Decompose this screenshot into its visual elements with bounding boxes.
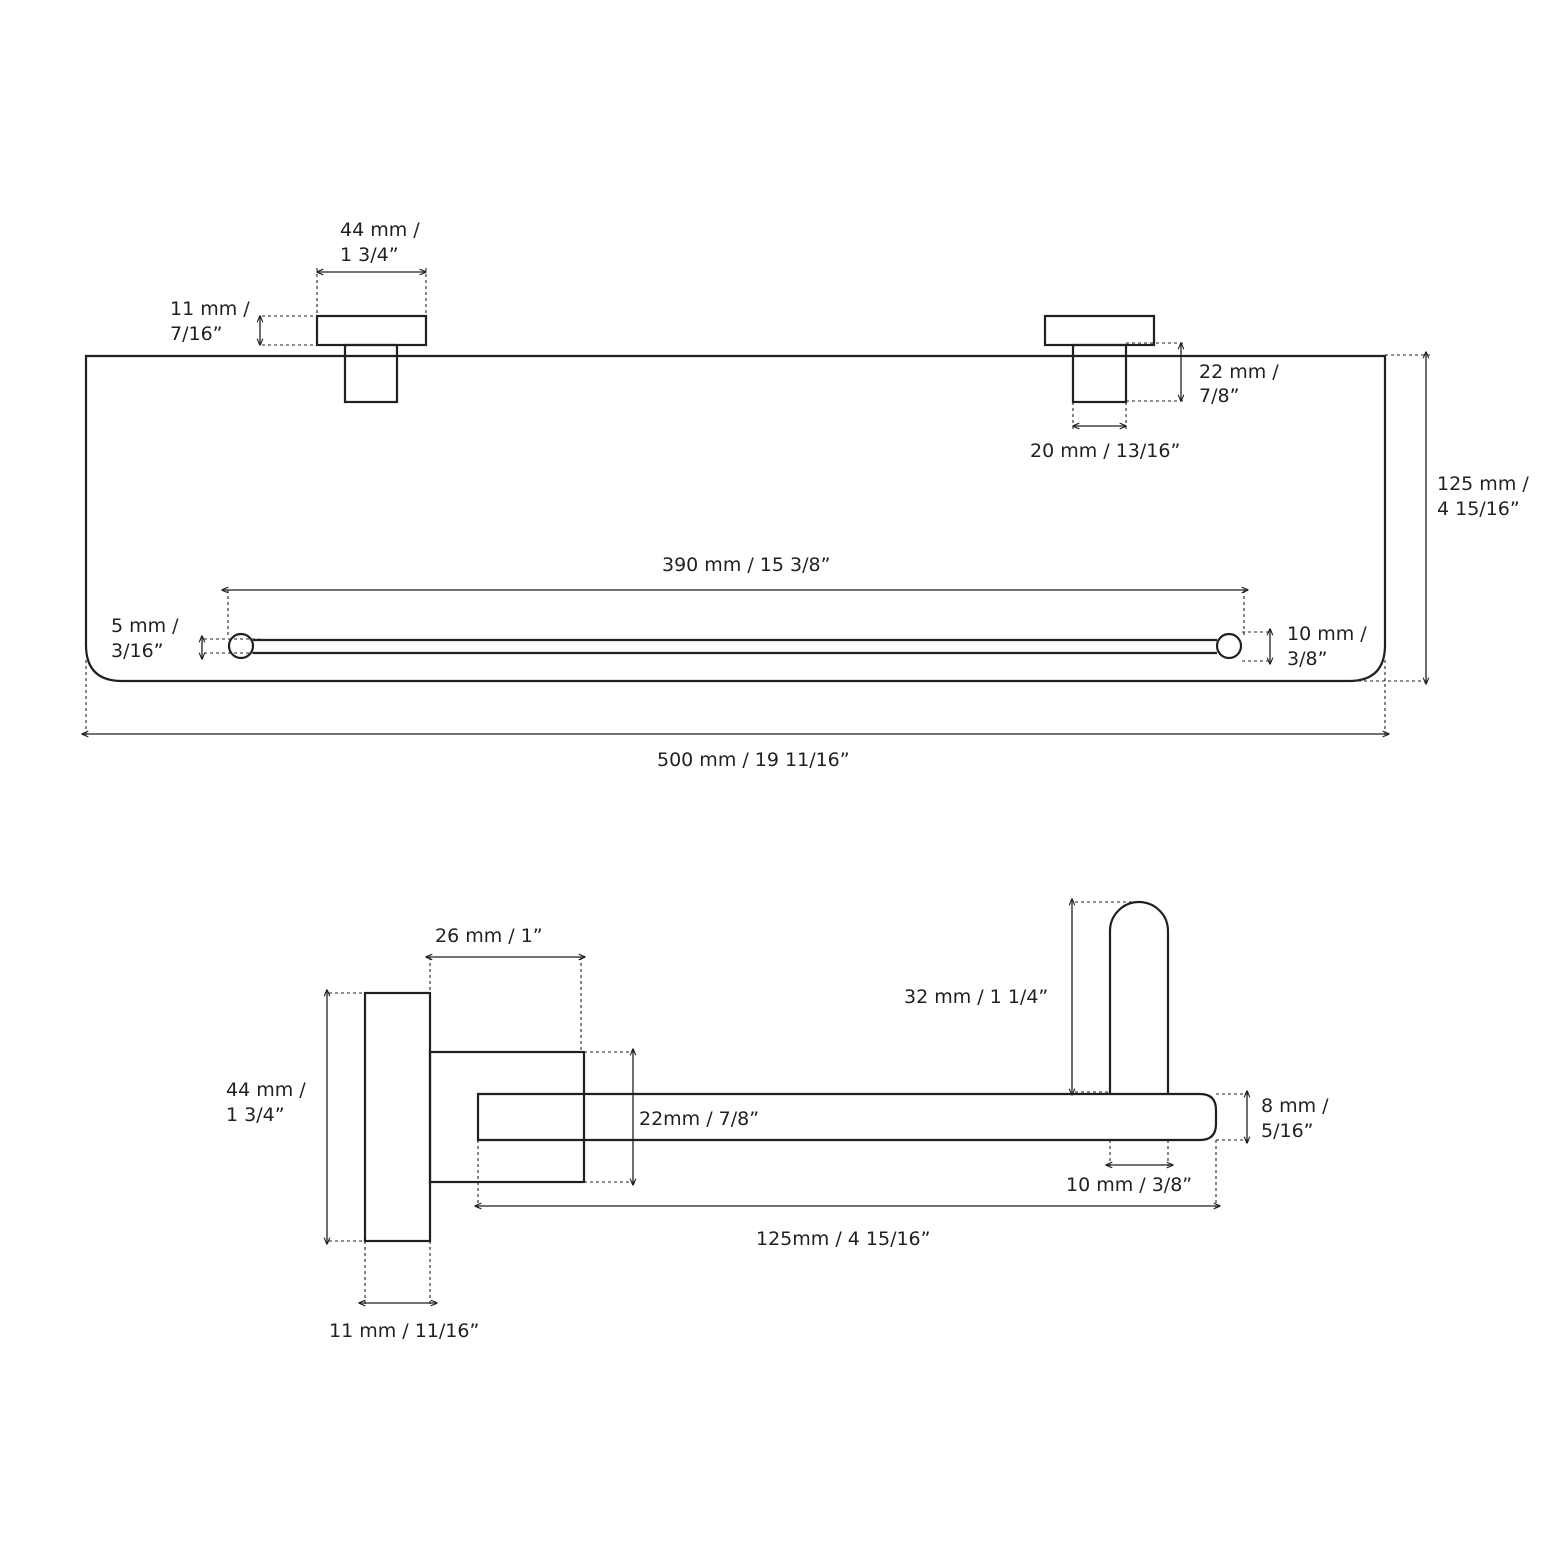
dim-post-width: 20 mm / 13/16”	[1030, 402, 1180, 462]
label-side-base-height-in: 1 3/4”	[226, 1104, 285, 1126]
side-base-plate	[363, 991, 432, 1243]
label-side-post-length: 26 mm / 1”	[435, 925, 543, 947]
label-rail-length: 390 mm / 15 3/8”	[662, 554, 830, 576]
label-rail-end-small-in: 3/16”	[111, 640, 164, 662]
label-side-upright-width: 10 mm / 3/8”	[1066, 1174, 1192, 1196]
side-view: 26 mm / 1” 44 mm / 1 3/4” 22mm / 7/8” 32…	[226, 899, 1329, 1342]
label-base-depth-mm: 11 mm /	[170, 298, 250, 320]
label-shelf-depth-in: 4 15/16”	[1437, 498, 1520, 520]
label-rail-end-large-mm: 10 mm /	[1287, 623, 1367, 645]
label-side-shelf-thickness-in: 5/16”	[1261, 1120, 1314, 1142]
left-bracket-post	[343, 343, 399, 404]
shelf-outline	[84, 354, 1387, 683]
side-shelf	[476, 1092, 1218, 1142]
label-shelf-depth-mm: 125 mm /	[1437, 473, 1529, 495]
side-post	[428, 1050, 586, 1184]
label-side-upright-height: 32 mm / 1 1/4”	[904, 986, 1048, 1008]
label-base-width-mm: 44 mm /	[340, 219, 420, 241]
dim-post-height: 22 mm / 7/8”	[1126, 343, 1279, 407]
dim-rail-end-small: 5 mm / 3/16”	[111, 615, 260, 662]
dim-side-shelf-thickness: 8 mm / 5/16”	[1216, 1091, 1329, 1143]
dim-side-base-thickness: 11 mm / 11/16”	[329, 1241, 479, 1342]
right-bracket-base	[1043, 314, 1156, 347]
dim-side-shelf-depth: 125mm / 4 15/16”	[475, 1140, 1220, 1250]
label-side-shelf-depth: 125mm / 4 15/16”	[756, 1228, 931, 1250]
dim-side-upright-height: 32 mm / 1 1/4”	[904, 899, 1139, 1095]
rail-left-end	[227, 632, 255, 660]
left-bracket-base	[315, 314, 428, 347]
label-side-post-height: 22mm / 7/8”	[639, 1108, 759, 1130]
front-view: 44 mm / 1 3/4” 11 mm / 7/16” 22 mm / 7/8…	[82, 219, 1529, 771]
label-post-height-in: 7/8”	[1199, 385, 1239, 407]
label-base-depth-in: 7/16”	[170, 323, 223, 345]
right-bracket-post	[1071, 343, 1128, 404]
label-post-height-mm: 22 mm /	[1199, 361, 1279, 383]
label-shelf-width: 500 mm / 19 11/16”	[657, 749, 850, 771]
dim-side-upright-width: 10 mm / 3/8”	[1066, 1140, 1192, 1196]
dim-side-post-length: 26 mm / 1”	[426, 925, 585, 1052]
label-side-base-height-mm: 44 mm /	[226, 1079, 306, 1101]
dim-side-post-height: 22mm / 7/8”	[584, 1049, 759, 1185]
label-rail-end-small-mm: 5 mm /	[111, 615, 179, 637]
dim-shelf-width: 500 mm / 19 11/16”	[82, 660, 1389, 771]
dim-side-base-height: 44 mm / 1 3/4”	[226, 990, 365, 1244]
label-side-base-thickness: 11 mm / 11/16”	[329, 1320, 479, 1342]
label-side-shelf-thickness-mm: 8 mm /	[1261, 1095, 1329, 1117]
label-base-width-in: 1 3/4”	[340, 244, 399, 266]
side-upright	[1108, 900, 1170, 1094]
dim-base-depth: 11 mm / 7/16”	[170, 298, 317, 345]
label-post-width: 20 mm / 13/16”	[1030, 440, 1180, 462]
dim-rail-length: 390 mm / 15 3/8”	[222, 554, 1248, 636]
rail-right-end	[1215, 632, 1243, 660]
label-rail-end-large-in: 3/8”	[1287, 648, 1327, 670]
dim-rail-end-large: 10 mm / 3/8”	[1242, 623, 1367, 670]
dim-shelf-depth: 125 mm / 4 15/16”	[1352, 352, 1529, 684]
dim-base-width: 44 mm / 1 3/4”	[317, 219, 426, 316]
